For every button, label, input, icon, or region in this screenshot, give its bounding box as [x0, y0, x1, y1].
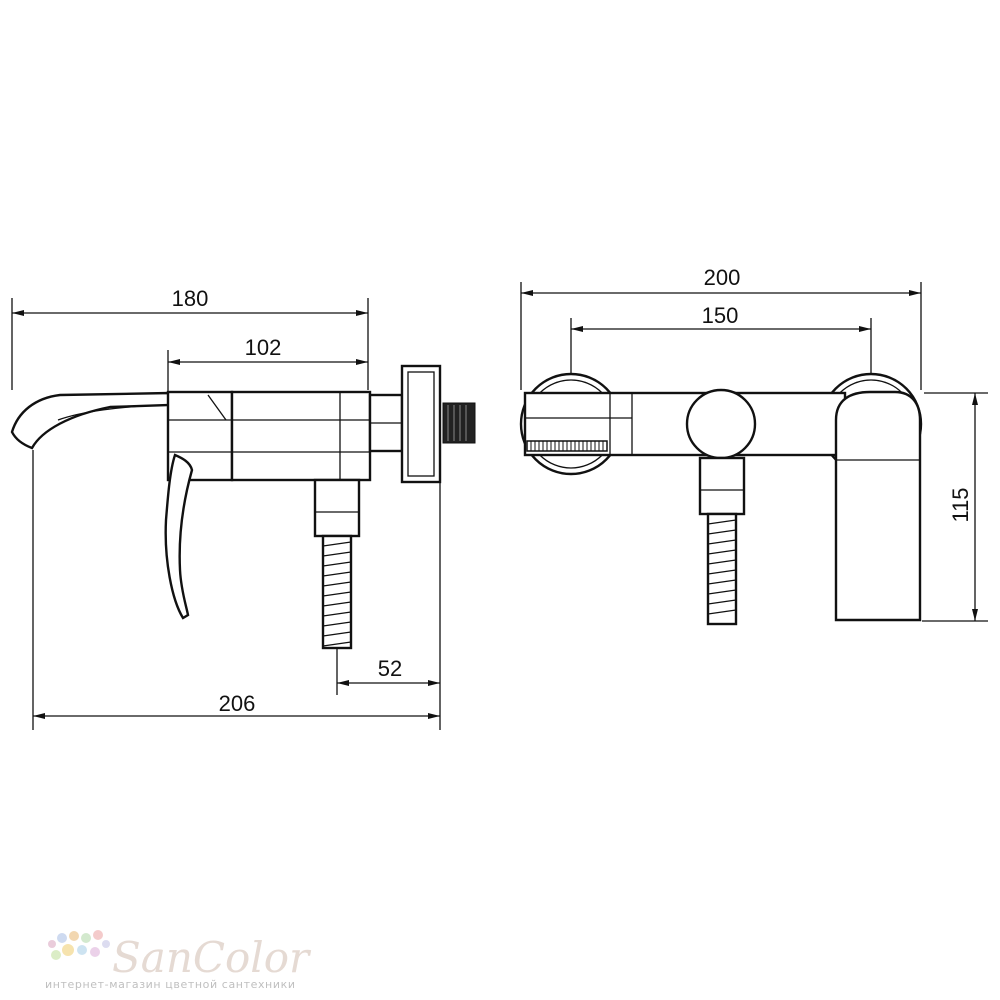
front-view: 200 150 115 — [519, 265, 988, 626]
hose-outlet — [313, 478, 361, 538]
front-hose-outlet — [698, 456, 746, 516]
color-dots-logo-icon — [48, 930, 110, 960]
watermark-brand: SanColor — [112, 933, 312, 982]
dim-hose-offset: 52 — [378, 656, 402, 681]
front-lever-handle — [834, 390, 922, 622]
dim-total-depth: 206 — [219, 691, 256, 716]
lever-handle — [164, 453, 194, 620]
dim-height: 115 — [948, 487, 973, 522]
watermark-tagline: интернет-магазин цветной сантехники — [45, 978, 296, 991]
shower-hose — [321, 534, 353, 650]
mixer-barrel — [230, 390, 372, 482]
dim-body-length: 102 — [245, 335, 282, 360]
dim-center-distance: 150 — [702, 303, 739, 328]
dim-overall-length: 180 — [172, 286, 209, 311]
spout-outline — [10, 391, 172, 450]
diverter-knob — [685, 388, 757, 460]
sancolor-watermark: SanColor интернет-магазин цветной сантех… — [45, 930, 312, 991]
side-view: 180 102 52 206 — [10, 286, 476, 730]
dim-overall-width: 200 — [704, 265, 741, 290]
